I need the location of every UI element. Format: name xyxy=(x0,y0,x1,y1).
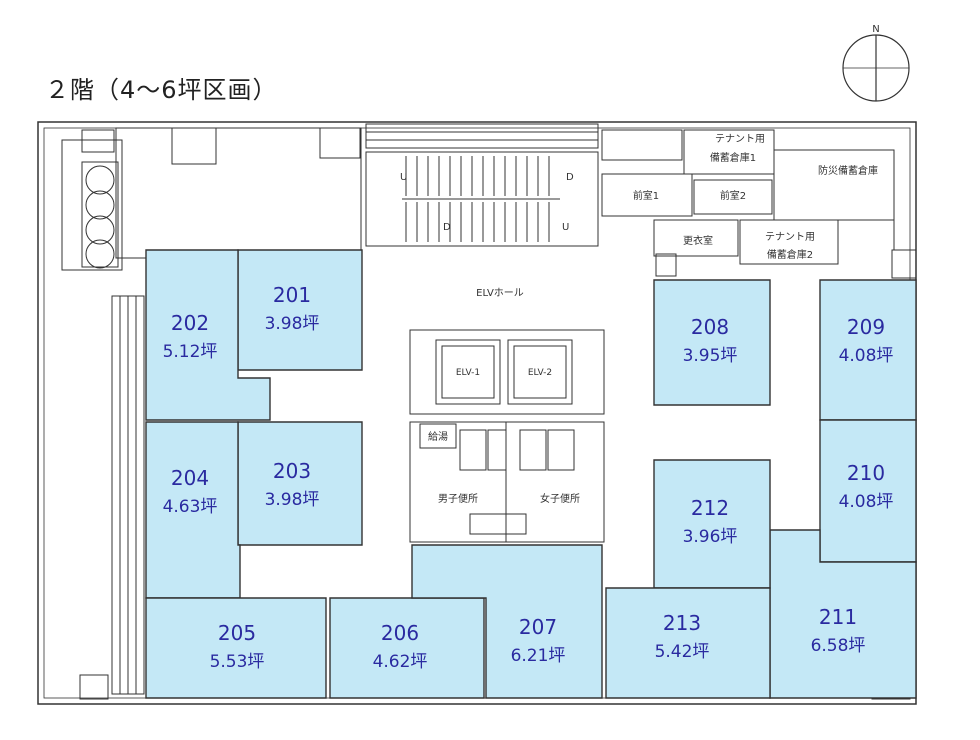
room-number: 211 xyxy=(819,605,857,629)
stair-down-label-2: D xyxy=(443,222,451,233)
tenant-room-202[interactable]: 202 5.12坪 xyxy=(145,249,271,421)
room-area: 4.08坪 xyxy=(839,492,894,512)
room-number: 203 xyxy=(273,459,311,483)
tenant-room-211[interactable]: 211 6.58坪 xyxy=(769,529,917,699)
room-number: 205 xyxy=(218,621,256,645)
tenant-storage-1-label-b: 備蓄倉庫1 xyxy=(710,151,756,164)
anteroom-2-label: 前室2 xyxy=(720,189,746,202)
tenant-room-205[interactable]: 205 5.53坪 xyxy=(145,597,327,699)
stair-up-label-2: U xyxy=(562,222,569,233)
room-area-shape xyxy=(411,544,603,699)
elevator-1-label: ELV-1 xyxy=(456,368,480,378)
anteroom-1-label: 前室1 xyxy=(633,189,659,202)
tenant-storage-2-label-b: 備蓄倉庫2 xyxy=(767,248,813,261)
room-area-shape xyxy=(605,587,771,699)
tenant-room-206[interactable]: 206 4.62坪 xyxy=(329,597,485,699)
service-rooms xyxy=(601,129,917,279)
room-area: 6.21坪 xyxy=(511,646,566,666)
stair-up-label: U xyxy=(400,172,407,183)
room-number: 204 xyxy=(171,466,209,490)
room-number: 202 xyxy=(171,311,209,335)
room-area-shape xyxy=(145,249,271,421)
mens-restroom-label: 男子便所 xyxy=(438,492,478,505)
room-area: 3.98坪 xyxy=(265,314,320,334)
room-area-shape xyxy=(329,597,485,699)
room-area-shape xyxy=(145,597,327,699)
tenant-storage-2-label-a: テナント用 xyxy=(765,231,815,243)
room-area: 3.98坪 xyxy=(265,490,320,510)
room-number: 208 xyxy=(691,315,729,339)
room-area: 5.12坪 xyxy=(163,342,218,362)
room-area: 3.96坪 xyxy=(683,527,738,547)
tenant-room-207[interactable]: 207 6.21坪 xyxy=(411,544,603,699)
room-area-shape xyxy=(653,279,771,406)
kitchenette-label: 給湯 xyxy=(428,430,448,443)
room-number: 206 xyxy=(381,621,419,645)
west-facade-louver xyxy=(111,295,145,695)
tenant-storage-1-label-a: テナント用 xyxy=(715,133,765,145)
room-area: 4.63坪 xyxy=(163,497,218,517)
tenant-room-210[interactable]: 210 4.08坪 xyxy=(819,419,917,563)
elevator-hall-label: ELVホール xyxy=(476,287,524,299)
elevator-2-label: ELV-2 xyxy=(528,368,552,378)
compass-icon: N xyxy=(842,24,910,102)
room-number: 209 xyxy=(847,315,885,339)
womens-restroom-label: 女子便所 xyxy=(540,492,580,505)
page-title: ２階（4〜6坪区画） xyxy=(45,76,278,104)
stair-down-label: D xyxy=(566,172,574,183)
tenant-room-201[interactable]: 201 3.98坪 xyxy=(237,249,363,371)
room-area: 4.08坪 xyxy=(839,346,894,366)
disaster-storage-label: 防災備蓄倉庫 xyxy=(818,164,878,177)
tenant-room-208[interactable]: 208 3.95坪 xyxy=(653,279,771,406)
room-number: 210 xyxy=(847,461,885,485)
elevator-machine-icon xyxy=(81,161,119,269)
elevator-core xyxy=(409,329,605,415)
tenant-rooms: 201 3.98坪 202 5.12坪 203 3.98坪 204 4.63坪 205 5.53坪… xyxy=(145,249,917,699)
room-area: 3.95坪 xyxy=(683,346,738,366)
compass-north-label: N xyxy=(872,24,879,35)
tenant-room-209[interactable]: 209 4.08坪 xyxy=(819,279,917,421)
room-area: 6.58坪 xyxy=(811,636,866,656)
room-area: 4.62坪 xyxy=(373,652,428,672)
tenant-room-203[interactable]: 203 3.98坪 xyxy=(237,421,363,546)
room-area-shape xyxy=(653,459,771,589)
room-area: 5.42坪 xyxy=(655,642,710,662)
room-number: 212 xyxy=(691,496,729,520)
room-area-shape xyxy=(819,419,917,563)
room-area-shape xyxy=(237,249,363,371)
tenant-room-204[interactable]: 204 4.63坪 xyxy=(145,421,241,599)
room-number: 213 xyxy=(663,611,701,635)
restroom-core xyxy=(409,421,605,543)
room-number: 201 xyxy=(273,283,311,307)
tenant-room-212[interactable]: 212 3.96坪 xyxy=(653,459,771,589)
room-area-shape xyxy=(237,421,363,546)
room-area: 5.53坪 xyxy=(210,652,265,672)
room-number: 207 xyxy=(519,615,557,639)
locker-room-label: 更衣室 xyxy=(683,234,713,247)
staircase xyxy=(365,123,599,247)
tenant-room-213[interactable]: 213 5.42坪 xyxy=(605,587,771,699)
